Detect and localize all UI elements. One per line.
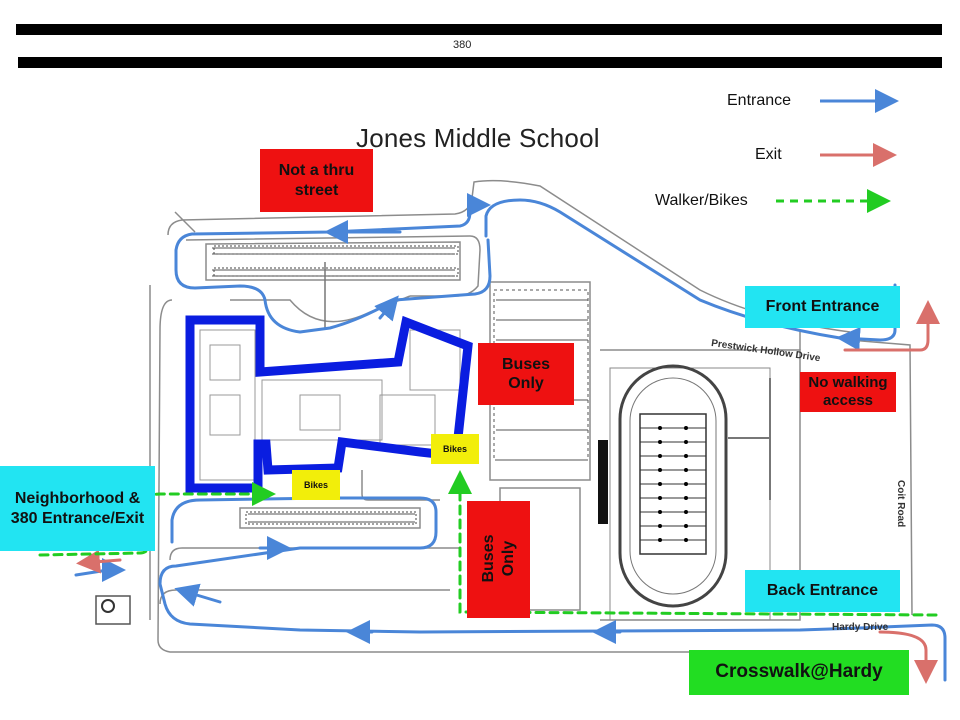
crosswalk-sign: Crosswalk@Hardy (689, 650, 909, 695)
bleachers (598, 440, 608, 524)
neighborhood-entrance-sign: Neighborhood & 380 Entrance/Exit (0, 466, 155, 551)
street-hardy: Hardy Drive (832, 622, 889, 633)
buses-only-sign-1: Buses Only (478, 343, 574, 405)
no-walking-access-sign: No walking access (800, 372, 896, 412)
school-title: Jones Middle School (356, 123, 600, 153)
bikes-parking-2: Bikes (292, 470, 340, 500)
highway-label: 380 (453, 39, 472, 51)
highway-380-north-lane (16, 24, 942, 35)
bikes-parking-1: Bikes (431, 434, 479, 464)
not-thru-street-sign: Not a thru street (260, 149, 373, 212)
legend-exit-label: Exit (755, 146, 782, 163)
legend-walker-label: Walker/Bikes (655, 192, 748, 209)
buses-only-sign-2-box (467, 501, 530, 618)
front-entrance-sign: Front Entrance (745, 286, 900, 328)
back-entrance-sign: Back Entrance (745, 570, 900, 612)
building-interior (199, 329, 461, 481)
running-track (618, 364, 728, 608)
street-coit: Coit Road (895, 480, 906, 528)
legend-entrance-label: Entrance (727, 92, 792, 109)
utility-box (95, 595, 131, 625)
school-building-outline (185, 315, 473, 493)
exit-routes (76, 300, 940, 684)
buses-only-sign-2: Buses Only (480, 534, 517, 583)
highway-380-south-lane (18, 57, 942, 68)
